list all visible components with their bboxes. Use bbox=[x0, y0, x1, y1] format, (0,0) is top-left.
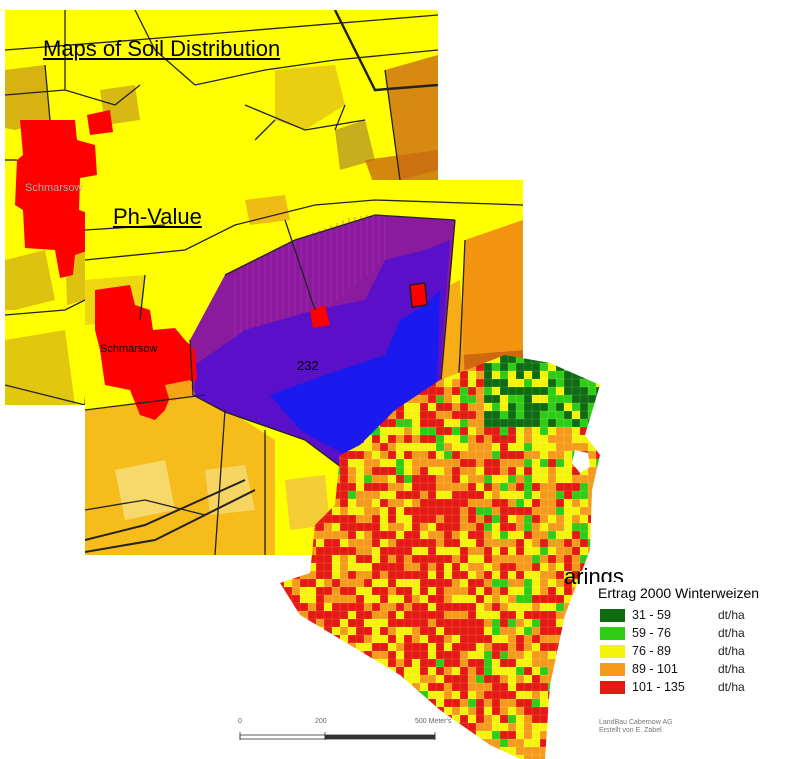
legend-swatch bbox=[600, 609, 625, 622]
yield-map: arings Ertrag 2000 Winterweizen 31 - 59 … bbox=[220, 355, 790, 759]
legend-range: 31 - 59 bbox=[632, 608, 671, 622]
legend-unit: dt/ha bbox=[718, 680, 745, 694]
scale-bar-graphic bbox=[239, 732, 436, 740]
legend-range: 101 - 135 bbox=[632, 680, 685, 694]
legend-range: 76 - 89 bbox=[632, 644, 671, 658]
legend-unit: dt/ha bbox=[718, 626, 745, 640]
legend-item: 31 - 59 dt/ha bbox=[600, 608, 785, 624]
legend-unit: dt/ha bbox=[718, 662, 745, 676]
legend-unit: dt/ha bbox=[718, 608, 745, 622]
legend-unit: dt/ha bbox=[718, 644, 745, 658]
legend-swatch bbox=[600, 681, 625, 694]
scale-tick-2: 500 Meter's bbox=[415, 718, 452, 725]
legend-item: 59 - 76 dt/ha bbox=[600, 626, 785, 642]
yield-map-graphic bbox=[280, 355, 600, 759]
ph-map-title: Ph-Value bbox=[113, 204, 202, 229]
legend-title: Ertrag 2000 Winterweizen bbox=[598, 585, 760, 601]
legend-range: 89 - 101 bbox=[632, 662, 678, 676]
soil-map-title: Maps of Soil Distribution bbox=[43, 36, 281, 61]
legend-credit: LandBau Cabernow AG Erstellt von E. Zabe… bbox=[599, 719, 673, 735]
ph-map-place-label: Schmarsow bbox=[100, 343, 158, 355]
legend-item: 89 - 101 dt/ha bbox=[600, 662, 785, 678]
legend-range: 59 - 76 bbox=[632, 626, 671, 640]
legend-item: 101 - 135 dt/ha bbox=[600, 680, 785, 696]
soil-map-place-label: Schmarsow bbox=[25, 182, 83, 194]
legend-credit-line2: Erstellt von E. Zabel bbox=[599, 727, 662, 734]
legend-swatch bbox=[600, 627, 625, 640]
scale-tick-1: 200 bbox=[315, 718, 327, 725]
ph-contour-value-label: 232 bbox=[297, 358, 319, 373]
scale-bar: 0 200 500 Meter's bbox=[235, 710, 452, 750]
legend-credit-line1: LandBau Cabernow AG bbox=[599, 719, 673, 726]
legend-swatch bbox=[600, 663, 625, 676]
legend-swatch bbox=[600, 645, 625, 658]
legend-item: 76 - 89 dt/ha bbox=[600, 644, 785, 660]
scale-tick-0: 0 bbox=[238, 718, 242, 725]
yield-legend: Ertrag 2000 Winterweizen 31 - 59 dt/ha 5… bbox=[595, 582, 790, 759]
